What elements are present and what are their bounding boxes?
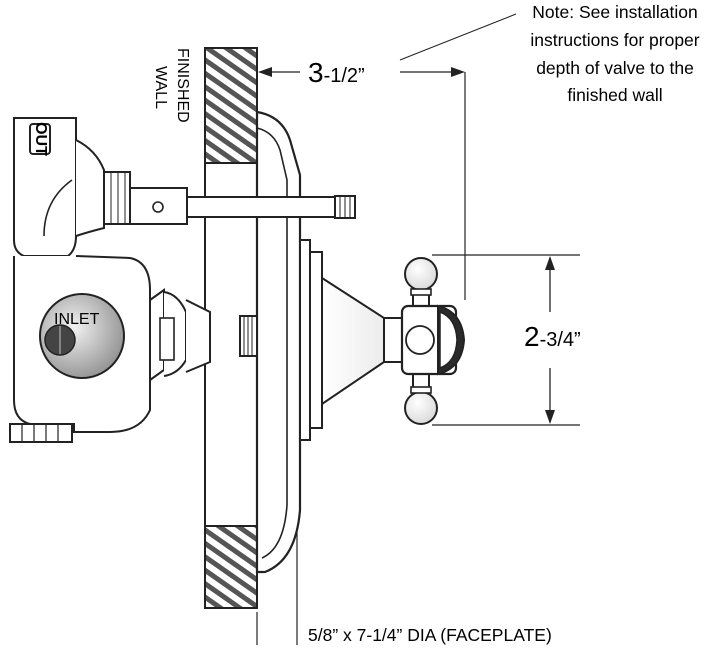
handle-fraction: -3/4” [540,329,581,351]
finished-wall-label: FINISHED WALL [152,48,191,123]
wall-label-line-2: WALL [152,66,169,109]
valve-body: OUT INLET [9,117,356,443]
faceplate-dimension: 5/8” x 7-1/4” DIA (FACEPLATE) [256,532,552,650]
depth-whole: 3 [308,57,324,88]
finished-wall [204,47,258,609]
depth-dimension: 3-1/2” [258,57,466,300]
depth-dimension-text: 3-1/2” [308,57,365,88]
faceplate-dimension-text: 5/8” x 7-1/4” DIA (FACEPLATE) [308,625,552,645]
wall-label-line-1: FINISHED [174,48,191,123]
inlet-label: INLET [54,311,100,328]
handle-trim [299,239,466,441]
note-line-2: instructions for proper [530,30,699,50]
note-line-4: finished wall [567,85,662,105]
faceplate [255,110,302,574]
depth-fraction: -1/2” [324,65,365,87]
note-line-1: Note: See installation [532,2,697,22]
note-line-3: depth of valve to the [536,58,694,78]
handle-dimension: 2-3/4” [432,254,581,426]
installation-note: Note: See installation instructions for … [399,2,700,105]
out-label: OUT [32,122,49,156]
handle-whole: 2 [524,321,540,352]
handle-dimension-text: 2-3/4” [524,321,581,352]
